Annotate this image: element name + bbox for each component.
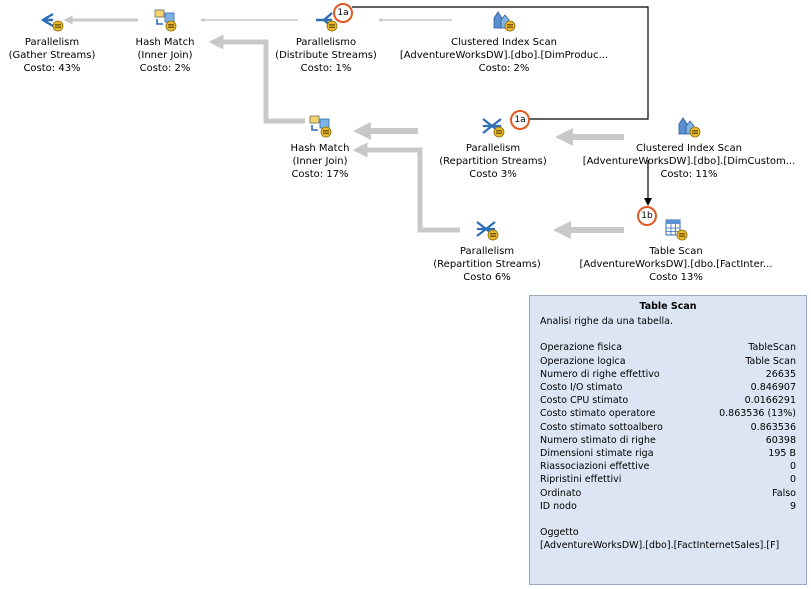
node-title: Hash Match	[290, 143, 350, 154]
tooltip-property-row: Riassociazioni effettive 0	[540, 460, 796, 473]
node-subtitle: (Distribute Streams)	[275, 50, 377, 61]
parallelism-icon	[316, 12, 338, 32]
tooltip-property-row: Ripristini effettivi 0	[540, 473, 796, 486]
property-value: Table Scan	[745, 355, 796, 367]
property-label: Costo CPU stimato	[540, 395, 629, 407]
node-parallelism-repartition-streams-top[interactable]: Parallelism (Repartition Streams) Costo …	[383, 114, 603, 181]
tooltip-property-row: Operazione logica Table Scan	[540, 355, 796, 368]
tooltip-property-row: Operazione fisica TableScan	[540, 341, 796, 354]
node-parallelism-gather-streams[interactable]: Parallelism (Gather Streams) Costo: 43%	[0, 8, 162, 75]
parallelism-icon	[476, 221, 499, 241]
tooltip-description: Analisi righe da una tabella.	[540, 316, 673, 328]
arrow-hash17-to-hash2	[208, 34, 305, 124]
node-subtitle: (Repartition Streams)	[439, 156, 547, 167]
node-clustered-index-scan-dimproduct[interactable]: Clustered Index Scan [AdventureWorksDW].…	[394, 8, 614, 75]
property-value: TableScan	[748, 342, 796, 354]
node-parallelism-repartition-streams-bottom[interactable]: Parallelism (Repartition Streams) Costo …	[377, 217, 597, 284]
tooltip-property-row: Ordinato Falso	[540, 487, 796, 500]
node-subtitle: (Inner Join)	[137, 50, 193, 61]
dependency-badge-1a-top: 1a	[333, 3, 353, 23]
dependency-badge-1a-middle: 1a	[510, 110, 530, 130]
property-label: Numero di righe effettivo	[540, 368, 660, 380]
node-title: Parallelism	[465, 143, 521, 154]
property-label: Riassociazioni effettive	[540, 461, 650, 473]
node-cost: Costo: 2%	[139, 63, 191, 74]
property-value: 9	[789, 500, 796, 512]
tooltip-property-row: Dimensioni stimate riga 195 B	[540, 447, 796, 460]
node-cost: Costo: 11%	[660, 169, 718, 180]
node-cost: Costo: 17%	[291, 169, 349, 180]
node-subtitle: [AdventureWorksDW].[dbo].[DimProduc...	[399, 50, 609, 61]
node-title: Table Scan	[649, 246, 703, 257]
table-scan-icon	[665, 219, 688, 241]
node-subtitle: [AdventureWorksDW].[dbo].[DimCustom...	[582, 156, 796, 167]
operator-tooltip: Table Scan Analisi righe da una tabella.…	[529, 295, 807, 585]
arrow-repart6-to-hash17	[352, 142, 460, 233]
property-label: Ripristini effettivi	[540, 474, 622, 486]
property-label: ID nodo	[540, 500, 577, 512]
node-table-scan-factinternetsales[interactable]: Table Scan [AdventureWorksDW].[dbo.[Fact…	[566, 217, 786, 284]
property-label: Costo stimato operatore	[540, 408, 656, 420]
property-label: Numero stimato di righe	[540, 434, 656, 446]
property-label: Costo stimato sottoalbero	[540, 421, 663, 433]
node-title: Parallelism	[459, 246, 515, 257]
node-hash-match-top[interactable]: Hash Match (Inner Join) Costo: 2%	[55, 8, 275, 75]
node-title: Parallelismo	[295, 37, 357, 48]
clustered-index-scan-icon	[493, 11, 516, 32]
node-title: Hash Match	[135, 37, 195, 48]
node-subtitle: (Repartition Streams)	[433, 259, 541, 270]
node-parallelismo-distribute-streams[interactable]: Parallelismo (Distribute Streams) Costo:…	[216, 8, 436, 75]
node-cost: Costo: 43%	[23, 63, 81, 74]
hash-match-icon	[154, 9, 177, 32]
node-title: Parallelism	[24, 37, 80, 48]
property-label: Ordinato	[540, 487, 582, 499]
property-value: 0	[789, 474, 796, 486]
node-subtitle: (Gather Streams)	[8, 50, 96, 61]
tooltip-object-label: Oggetto	[540, 527, 579, 539]
tooltip-property-row: Numero stimato di righe 60398	[540, 434, 796, 447]
node-title: Clustered Index Scan	[636, 143, 742, 154]
tooltip-property-row: ID nodo 9	[540, 500, 796, 513]
property-value: 0.846907	[750, 382, 796, 394]
property-value: 0.863536 (13%)	[719, 408, 796, 420]
node-cost: Costo: 2%	[478, 63, 530, 74]
parallelism-icon	[41, 12, 64, 32]
node-subtitle: (Inner Join)	[292, 156, 348, 167]
property-label: Costo I/O stimato	[540, 382, 623, 394]
node-cost: Costo 3%	[469, 169, 517, 180]
tooltip-property-row: Costo stimato sottoalbero 0.863536	[540, 421, 796, 434]
dependency-badge-1b: 1b	[637, 206, 657, 226]
property-value: 26635	[765, 368, 796, 380]
tooltip-property-row: Costo CPU stimato 0.0166291	[540, 394, 796, 407]
property-label: Operazione fisica	[540, 342, 623, 354]
property-label: Operazione logica	[540, 355, 626, 367]
node-hash-match-middle[interactable]: Hash Match (Inner Join) Costo: 17%	[210, 114, 430, 181]
property-value: 0.863536	[750, 421, 796, 433]
property-value: 60398	[765, 434, 796, 446]
node-clustered-index-scan-dimcustomer[interactable]: Clustered Index Scan [AdventureWorksDW].…	[579, 114, 799, 181]
dependency-line-1a	[352, 6, 649, 120]
node-subtitle: [AdventureWorksDW].[dbo.[FactInter...	[579, 259, 773, 270]
property-value: 0.0166291	[744, 395, 796, 407]
hash-match-icon	[309, 115, 332, 138]
parallelism-icon	[482, 118, 505, 138]
property-value: Falso	[772, 487, 796, 499]
property-value: 195 B	[768, 448, 796, 460]
node-cost: Costo 13%	[649, 272, 703, 283]
tooltip-property-row: Numero di righe effettivo 26635	[540, 368, 796, 381]
node-cost: Costo: 1%	[300, 63, 352, 74]
property-value: 0	[789, 461, 796, 473]
tooltip-property-row: Costo stimato operatore 0.863536 (13%)	[540, 407, 796, 420]
node-title: Clustered Index Scan	[451, 37, 557, 48]
node-cost: Costo 6%	[463, 272, 511, 283]
tooltip-object-value: [AdventureWorksDW].[dbo].[FactInternetSa…	[540, 540, 780, 552]
tooltip-property-row: Costo I/O stimato 0.846907	[540, 381, 796, 394]
clustered-index-scan-icon	[678, 117, 701, 138]
tooltip-title: Table Scan	[639, 301, 697, 312]
property-label: Dimensioni stimate riga	[540, 448, 654, 460]
